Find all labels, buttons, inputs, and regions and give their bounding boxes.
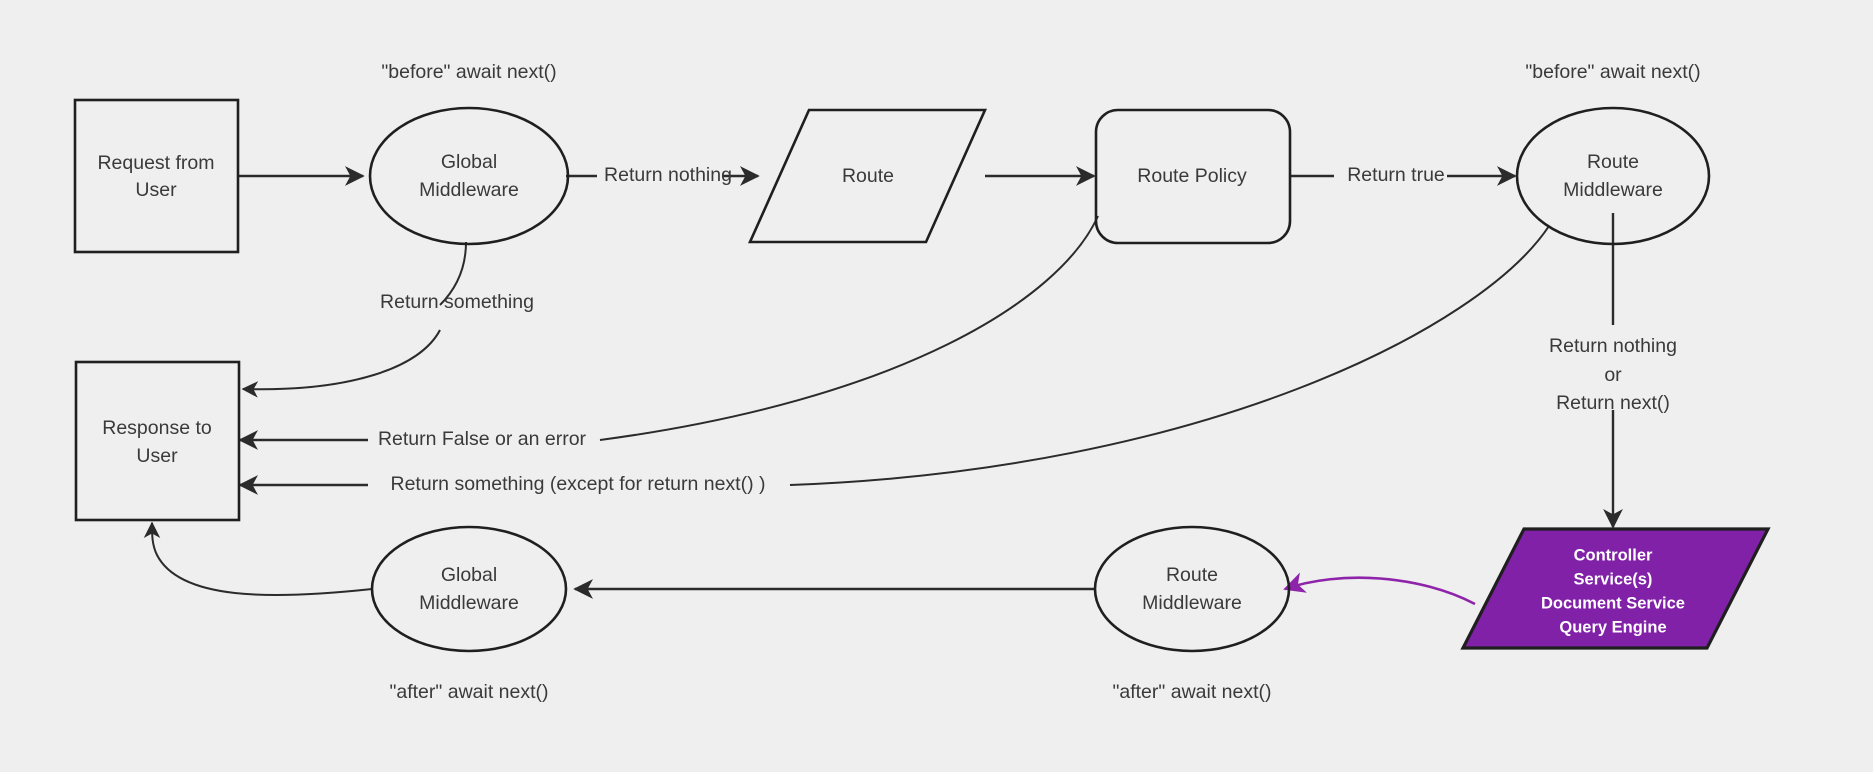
label-response-to-user-line1: Response to bbox=[102, 417, 212, 439]
label-global-middleware-top-line2: Middleware bbox=[419, 179, 519, 201]
label-route-policy: Route Policy bbox=[1137, 165, 1247, 187]
node-request-from-user[interactable] bbox=[73, 98, 240, 254]
label-route-middleware-top-line2: Middleware bbox=[1563, 179, 1663, 201]
edge-label-return-nothing-or-next-1: Return nothing bbox=[1549, 335, 1677, 357]
label-controller-services-line3: Document Service bbox=[1541, 594, 1685, 612]
edge-label-return-nothing-or-next-2: or bbox=[1604, 364, 1622, 386]
label-controller-services-line2: Service(s) bbox=[1574, 570, 1653, 588]
annotation-after-await-next-route: "after" await next() bbox=[1112, 681, 1271, 703]
label-global-middleware-top-line1: Global bbox=[441, 151, 497, 173]
label-route-middleware-bottom-line2: Middleware bbox=[1142, 592, 1242, 614]
label-controller-services-line1: Controller bbox=[1574, 546, 1653, 564]
label-route-middleware-top-line1: Route bbox=[1587, 151, 1639, 173]
edge-label-return-something-except: Return something (except for return next… bbox=[391, 473, 766, 495]
edge-label-return-nothing-or-next-3: Return next() bbox=[1556, 392, 1670, 414]
annotation-before-await-next-route: "before" await next() bbox=[1525, 61, 1700, 83]
edge-global-return-something-upper bbox=[439, 241, 467, 306]
annotation-before-await-next-global: "before" await next() bbox=[381, 61, 556, 83]
node-global-middleware-top[interactable] bbox=[368, 106, 570, 246]
node-response-to-user[interactable] bbox=[74, 360, 241, 522]
node-route-policy[interactable] bbox=[1094, 108, 1292, 245]
label-response-to-user-line2: User bbox=[136, 445, 178, 467]
node-global-middleware-bottom[interactable] bbox=[370, 525, 568, 653]
node-route[interactable] bbox=[747, 108, 988, 244]
label-route: Route bbox=[842, 165, 894, 187]
label-request-from-user-line1: Request from bbox=[97, 152, 214, 174]
node-route-middleware-top[interactable] bbox=[1515, 106, 1711, 246]
label-global-middleware-bottom-line2: Middleware bbox=[419, 592, 519, 614]
label-route-middleware-bottom-line1: Route bbox=[1166, 564, 1218, 586]
edge-label-return-nothing: Return nothing bbox=[604, 164, 732, 186]
edge-controller-to-route-middleware-bottom bbox=[1283, 572, 1476, 606]
edge-label-return-something-global: Return something bbox=[380, 291, 534, 313]
node-route-middleware-bottom[interactable] bbox=[1093, 525, 1291, 653]
edge-policy-return-false-curve bbox=[599, 215, 1099, 441]
edge-label-return-true: Return true bbox=[1347, 164, 1445, 186]
edge-label-return-false-or-error: Return False or an error bbox=[378, 428, 587, 450]
label-global-middleware-bottom-line1: Global bbox=[441, 564, 497, 586]
label-controller-services-line4: Query Engine bbox=[1559, 618, 1666, 636]
edge-global-mw-bottom-to-response bbox=[143, 521, 373, 597]
label-request-from-user-line2: User bbox=[135, 179, 177, 201]
edge-global-return-something-lower bbox=[241, 329, 441, 398]
node-controller-services[interactable] bbox=[1460, 527, 1771, 650]
edge-routemw-return-something-curve bbox=[789, 225, 1550, 486]
annotation-after-await-next-global: "after" await next() bbox=[389, 681, 548, 703]
